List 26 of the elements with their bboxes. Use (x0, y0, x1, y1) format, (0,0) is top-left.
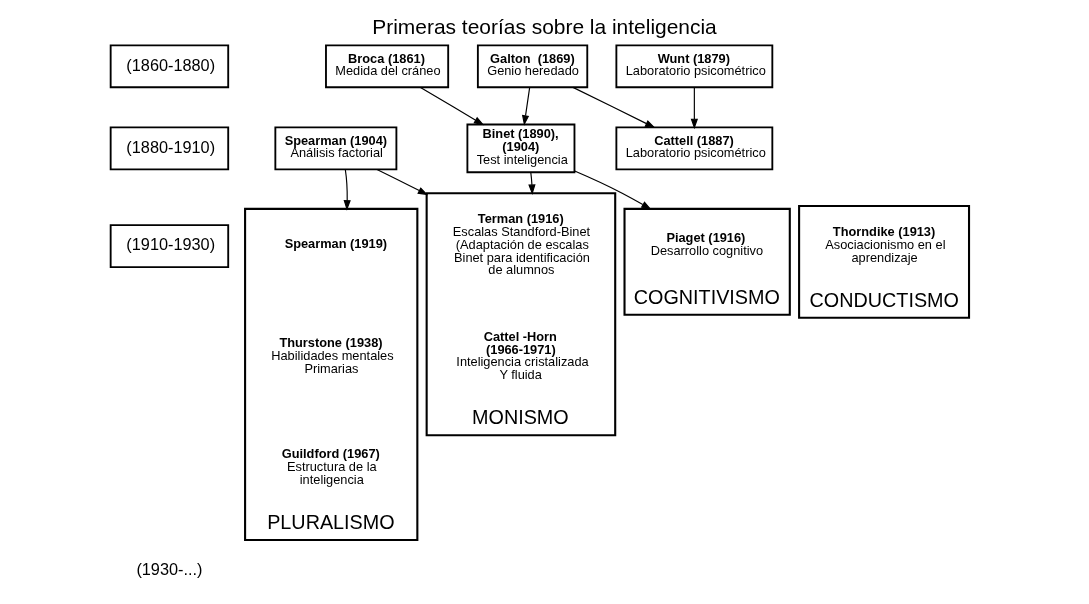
arrow (343, 169, 351, 211)
node-text: Thurstone (1938) Habilidades mentales Primarias (271, 335, 394, 376)
node-text: Terman (1916) Escalas Standford-Binet (Adaptación de escalas Binet para identificación de alumnos (452, 211, 591, 278)
arrow (690, 87, 698, 130)
arrow (528, 172, 536, 195)
arrow (574, 170, 652, 210)
arrow (572, 86, 656, 129)
diagram-title: Primeras teorías sobre la inteligencia (372, 15, 717, 39)
node-box: (1880-1910) (109, 126, 230, 171)
node-box: Spearman (1904) Análisis factorial (274, 126, 398, 171)
node-box: (1860-1880) (109, 44, 230, 89)
node-box: Binet (1890), (1904) Test inteligencia (466, 123, 576, 174)
arrow (521, 87, 531, 126)
node-text: Guildford (1967) Estructura de la inteligencia (281, 446, 380, 487)
arrow (376, 168, 429, 196)
node-text: Piaget (1916) Desarrollo cognitivo (650, 230, 764, 259)
node-box: Galton (1869) Genio heredado (476, 44, 589, 89)
node-box: Broca (1861) Medida del cráneo (325, 44, 450, 89)
node-box: (1910-1930) (109, 224, 230, 268)
arrow (419, 86, 485, 126)
label: (1930-...) (136, 559, 203, 578)
node-text: Spearman (1919) (284, 236, 388, 252)
node-box: Wunt (1879) Laboratorio psicométrico (615, 44, 774, 89)
node-box: Cattell (1887) Laboratorio psicométrico (615, 126, 774, 171)
node-text: Cattel -Horn (1966-1971) Inteligencia cristalizada Y fluida (456, 328, 589, 383)
node-text: Thorndike (1913) Asociacionismo en el aprendizaje (825, 224, 946, 265)
